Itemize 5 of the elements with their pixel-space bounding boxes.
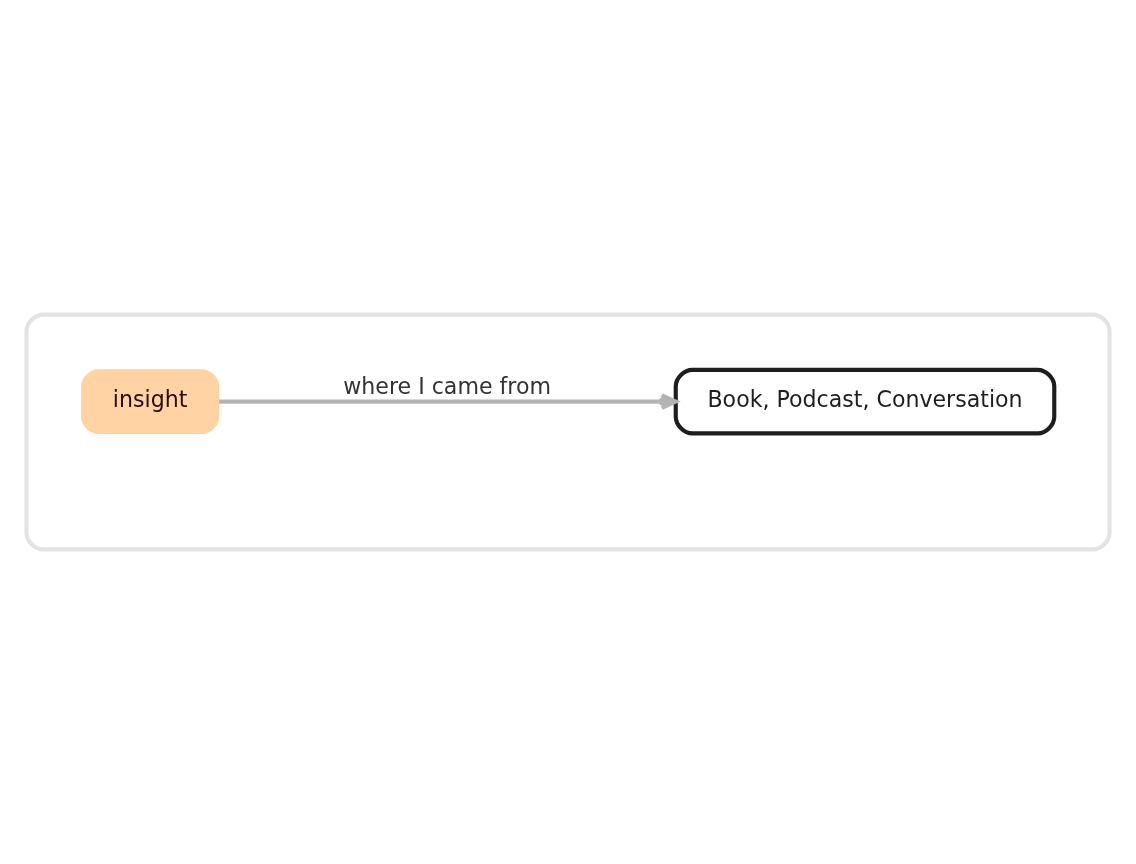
node-box: insight (81, 369, 220, 435)
edge-label: where I came from (343, 373, 551, 400)
node-box: Book, Podcast, Conversation (673, 367, 1057, 436)
arrow (219, 393, 678, 410)
cluster (24, 312, 1112, 552)
